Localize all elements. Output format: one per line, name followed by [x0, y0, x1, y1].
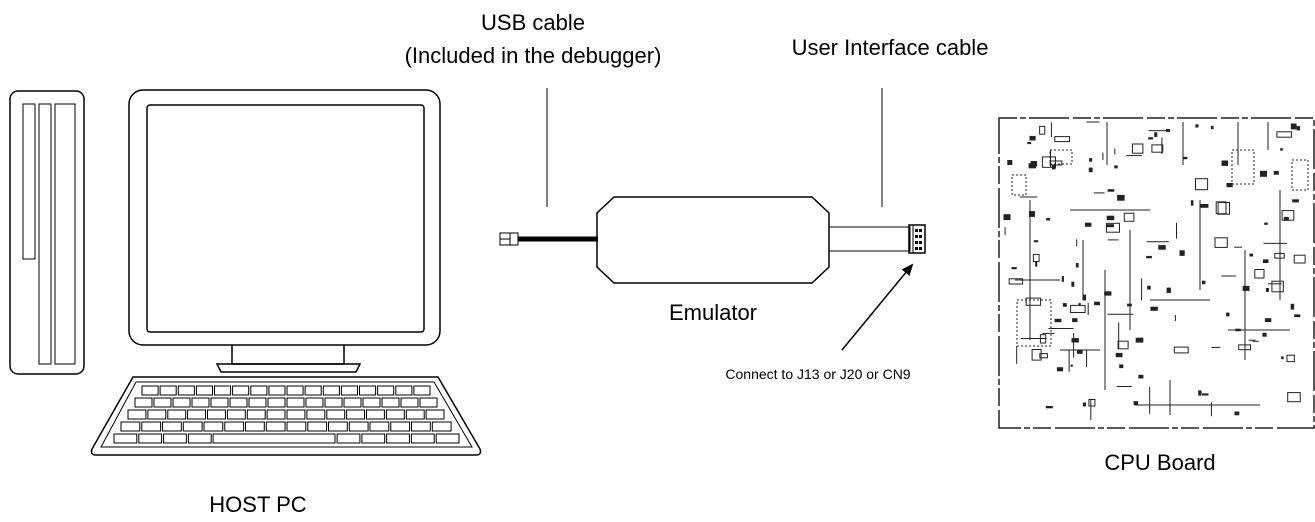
keyboard-key: [162, 421, 182, 432]
keyboard-key: [172, 397, 191, 408]
keyboard-key: [267, 397, 286, 408]
keyboard-key: [229, 397, 248, 408]
keyboard-key: [286, 421, 307, 432]
keyboard-key: [195, 385, 213, 396]
keyboard-key: [385, 409, 405, 420]
keyboard-key: [359, 385, 377, 396]
keyboard-key: [266, 409, 286, 420]
keyboard-key: [232, 385, 250, 396]
keyboard-key: [386, 433, 410, 444]
keyboard-key: [348, 421, 369, 432]
ribbon-cable: [828, 226, 911, 252]
cpu-board-label: CPU Board: [1104, 450, 1215, 475]
keyboard-key: [187, 433, 212, 444]
keyboard-key: [214, 385, 232, 396]
ui-cable: [828, 88, 926, 254]
keyboard-key: [381, 397, 400, 408]
keyboard-key: [286, 397, 305, 408]
keyboard-key: [361, 433, 386, 444]
keyboard-key: [212, 433, 336, 444]
ribbon-connector-icon: [908, 224, 926, 254]
pc-tower: [9, 90, 85, 375]
keyboard-key: [340, 385, 358, 396]
keyboard-key: [210, 397, 229, 408]
keyboard-key: [245, 421, 265, 432]
connect-arrow: [841, 263, 914, 351]
keyboard-key: [324, 397, 343, 408]
keyboard-key: [265, 421, 286, 432]
usb-cable-label: USB cable: [481, 10, 585, 35]
keyboard-key: [405, 409, 425, 420]
keyboard-key: [153, 397, 172, 408]
keyboard-key: [163, 433, 187, 444]
keyboard-key: [207, 409, 226, 420]
keyboard-key: [134, 397, 153, 408]
keyboard-key: [203, 421, 224, 432]
keyboard-key: [400, 397, 419, 408]
keyboard-key: [307, 421, 328, 432]
keyboard-key: [187, 409, 207, 420]
keyboard-key: [246, 409, 266, 420]
keyboard: [90, 376, 482, 456]
keyboard-key: [390, 421, 411, 432]
host-pc-illustration: [9, 89, 482, 456]
keyboard-key: [250, 385, 268, 396]
keyboard-key: [377, 385, 395, 396]
keyboard-key: [413, 385, 431, 396]
keyboard-key: [343, 397, 362, 408]
keyboard-key: [286, 385, 304, 396]
emulator-label: Emulator: [669, 300, 757, 325]
keyboard-key: [410, 433, 435, 444]
keyboard-key: [182, 421, 203, 432]
keyboard-key: [177, 385, 195, 396]
ui-cable-label: User Interface cable: [792, 35, 989, 60]
keyboard-key: [304, 385, 322, 396]
host-pc-label: HOST PC: [209, 492, 307, 517]
monitor: [128, 89, 441, 373]
keyboard-key: [411, 421, 431, 432]
keyboard-key: [248, 397, 267, 408]
keyboard-key: [120, 421, 141, 432]
keyboard-key: [435, 433, 460, 444]
keyboard-key: [305, 397, 324, 408]
board-components: [1003, 123, 1309, 416]
keyboard-key: [191, 397, 210, 408]
keyboard-key: [431, 421, 452, 432]
keyboard-key: [346, 409, 366, 420]
keyboard-key: [159, 385, 177, 396]
keyboard-key: [322, 385, 340, 396]
keyboard-key: [138, 433, 163, 444]
connect-note: Connect to J13 or J20 or CN9: [725, 366, 910, 382]
keyboard-key: [362, 397, 381, 408]
keyboard-key: [167, 409, 187, 420]
keyboard-key: [419, 397, 438, 408]
keyboard-key: [306, 409, 326, 420]
keyboard-key: [141, 385, 159, 396]
keyboard-key: [425, 409, 445, 420]
keyboard-key: [328, 421, 348, 432]
keyboard-key: [113, 433, 138, 444]
keyboard-key: [395, 385, 413, 396]
cpu-board-illustration: [998, 117, 1315, 429]
usb-cable: [499, 88, 598, 246]
keyboard-key: [336, 433, 361, 444]
keyboard-key: [127, 409, 147, 420]
keyboard-key: [286, 409, 306, 420]
keyboard-key: [141, 421, 162, 432]
keyboard-key: [226, 409, 246, 420]
emulator-box: [596, 196, 830, 284]
keyboard-key: [326, 409, 346, 420]
keyboard-key: [366, 409, 385, 420]
keyboard-key: [224, 421, 245, 432]
usb-cable-note: (Included in the debugger): [405, 43, 662, 68]
usb-plug-icon: [499, 232, 519, 246]
keyboard-key: [369, 421, 390, 432]
keyboard-key: [268, 385, 286, 396]
keyboard-key: [147, 409, 167, 420]
